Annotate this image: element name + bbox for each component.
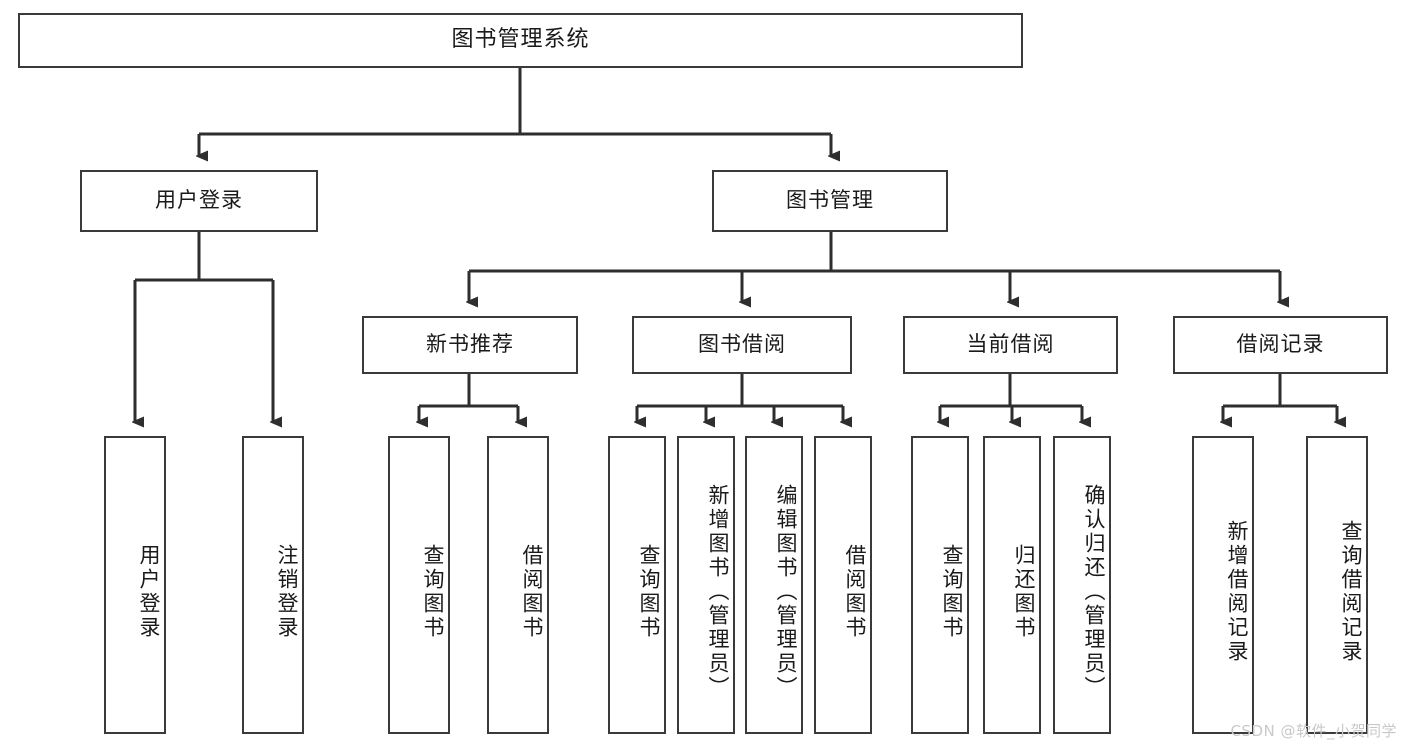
node-leaf-add-book-admin[interactable]: 新增图书（管理员）	[677, 436, 735, 734]
node-leaf-user-login-label: 用户登录	[137, 544, 161, 640]
node-leaf-borrow-book-2-label: 借阅图书	[843, 544, 867, 640]
node-root[interactable]: 图书管理系统	[18, 13, 1023, 68]
node-leaf-query-book-2-label: 查询图书	[637, 544, 661, 640]
csdn-watermark: CSDN @软件_小贺同学	[1230, 722, 1397, 740]
node-leaf-query-borrow-record-label: 查询借阅记录	[1339, 520, 1363, 664]
node-leaf-query-book-3-label: 查询图书	[940, 544, 964, 640]
node-leaf-add-borrow-record-label: 新增借阅记录	[1225, 520, 1249, 664]
node-new-book-recommend-label: 新书推荐	[426, 332, 514, 357]
node-borrow-record[interactable]: 借阅记录	[1173, 316, 1388, 374]
node-leaf-user-logout-label: 注销登录	[275, 544, 299, 640]
node-leaf-query-borrow-record[interactable]: 查询借阅记录	[1306, 436, 1368, 734]
node-book-manage[interactable]: 图书管理	[712, 170, 948, 232]
node-root-label: 图书管理系统	[451, 27, 590, 53]
node-leaf-query-book-1-label: 查询图书	[421, 544, 445, 640]
node-leaf-query-book-3[interactable]: 查询图书	[911, 436, 969, 734]
node-user-login-label: 用户登录	[155, 188, 243, 213]
node-leaf-query-book-1[interactable]: 查询图书	[388, 436, 450, 734]
node-book-manage-label: 图书管理	[786, 188, 874, 213]
node-current-borrow-label: 当前借阅	[966, 332, 1055, 357]
node-leaf-user-logout[interactable]: 注销登录	[242, 436, 304, 734]
node-leaf-return-book-label: 归还图书	[1012, 544, 1036, 640]
node-book-borrow[interactable]: 图书借阅	[632, 316, 852, 374]
node-leaf-return-book[interactable]: 归还图书	[983, 436, 1041, 734]
node-leaf-add-book-admin-label: 新增图书（管理员）	[706, 484, 730, 700]
node-new-book-recommend[interactable]: 新书推荐	[362, 316, 578, 374]
node-leaf-confirm-return-admin[interactable]: 确认归还（管理员）	[1053, 436, 1111, 734]
node-current-borrow[interactable]: 当前借阅	[903, 316, 1118, 374]
node-leaf-add-borrow-record[interactable]: 新增借阅记录	[1192, 436, 1254, 734]
node-user-login[interactable]: 用户登录	[80, 170, 318, 232]
node-leaf-edit-book-admin[interactable]: 编辑图书（管理员）	[745, 436, 803, 734]
node-leaf-borrow-book-1[interactable]: 借阅图书	[487, 436, 549, 734]
node-leaf-user-login[interactable]: 用户登录	[104, 436, 166, 734]
node-leaf-borrow-book-2[interactable]: 借阅图书	[814, 436, 872, 734]
node-leaf-borrow-book-1-label: 借阅图书	[520, 544, 544, 640]
node-leaf-query-book-2[interactable]: 查询图书	[608, 436, 666, 734]
node-leaf-confirm-return-admin-label: 确认归还（管理员）	[1082, 484, 1106, 700]
node-leaf-edit-book-admin-label: 编辑图书（管理员）	[774, 484, 798, 700]
node-borrow-record-label: 借阅记录	[1236, 332, 1325, 357]
node-book-borrow-label: 图书借阅	[698, 332, 786, 357]
